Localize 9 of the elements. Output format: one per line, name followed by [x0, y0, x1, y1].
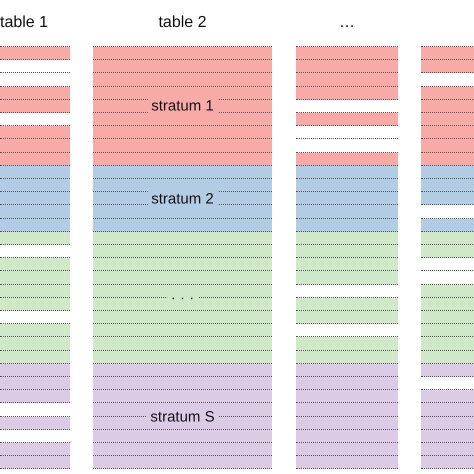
- stratum-label: stratum 2: [147, 190, 218, 208]
- stratum-band: [93, 47, 272, 166]
- table-title: …: [339, 14, 355, 32]
- stratum-label: stratum 1: [147, 98, 218, 115]
- stratum-band: [93, 364, 272, 470]
- stratum-band: [93, 232, 272, 364]
- table-title: table 2: [158, 14, 207, 32]
- stratum-band: [93, 166, 272, 232]
- table-title: table 1: [0, 14, 48, 32]
